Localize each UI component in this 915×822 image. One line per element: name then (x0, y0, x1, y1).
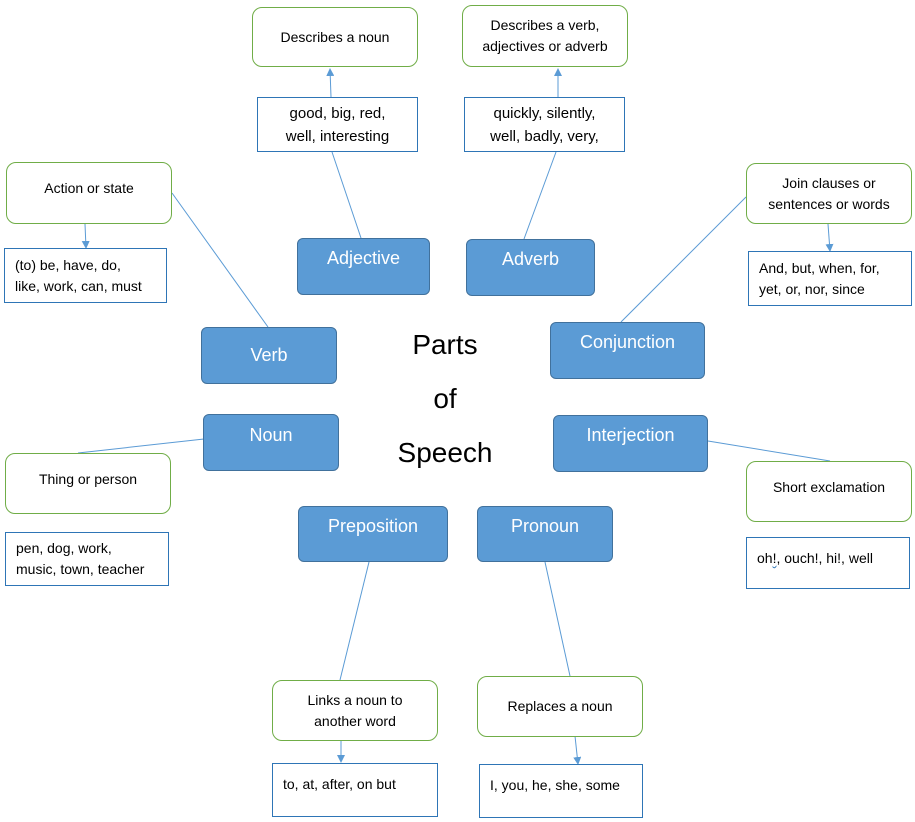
pronoun-link (544, 561, 571, 677)
adjective-definition-text: Describes a noun (280, 28, 390, 45)
adverb-definition: Describes a verb, adjectives or adverb (462, 5, 628, 67)
noun-label: Noun (249, 425, 293, 445)
pronoun-arrow (573, 735, 582, 765)
interjection-node: Interjection (553, 415, 708, 472)
verb-link (171, 192, 269, 328)
preposition-link (339, 561, 370, 681)
interjection-link (707, 440, 831, 462)
center-title-line3: Speech (397, 437, 493, 468)
conjunction-examples-line2: yet, or, nor, since (759, 280, 865, 297)
adverb-label: Adverb (501, 249, 560, 269)
preposition-label: Preposition (327, 516, 419, 536)
preposition-definition: Links a noun to another word (272, 680, 438, 741)
noun-examples-line1: pen, dog, work, (16, 540, 112, 556)
adjective-examples-line2: well, interesting (285, 127, 390, 145)
conjunction-examples: And, but, when, for, yet, or, nor, since (748, 251, 912, 306)
verb-definition-text: Action or state (44, 180, 134, 196)
noun-definition-text: Thing or person (38, 471, 138, 487)
conjunction-node: Conjunction (550, 322, 705, 379)
pronoun-definition-text: Replaces a noun (507, 698, 613, 714)
pronoun-examples-text: I, you, he, she, some (490, 777, 620, 793)
interjection-definition-text: Short exclamation (772, 479, 886, 495)
adjective-examples-line1: good, big, red, (289, 104, 386, 122)
interjection-examples-part2: ! (772, 550, 777, 566)
conjunction-arrow (825, 223, 834, 252)
pronoun-examples: I, you, he, she, some (479, 764, 643, 818)
verb-node: Verb (201, 327, 337, 384)
pronoun-label: Pronoun (510, 516, 580, 536)
center-title-line2: of (433, 383, 457, 414)
noun-link (77, 438, 205, 454)
noun-examples: pen, dog, work, music, town, teacher (5, 532, 169, 586)
adjective-arrow (326, 68, 335, 98)
pronoun-node: Pronoun (477, 506, 613, 562)
preposition-definition-line1: Links a noun to (307, 691, 403, 708)
interjection-examples: oh!, ouch!, hi!, well (746, 537, 910, 589)
verb-examples-line2: like, work, can, must (15, 277, 142, 294)
adjective-examples: good, big, red, well, interesting (257, 97, 418, 152)
adverb-definition-line2: adjectives or adverb (482, 38, 608, 54)
conjunction-definition: Join clauses or sentences or words (746, 163, 912, 224)
noun-examples-line2: music, town, teacher (16, 561, 145, 577)
adjective-label: Adjective (326, 248, 401, 268)
conjunction-definition-line2: sentences or words (768, 195, 890, 212)
interjection-examples-text: oh!, ouch!, hi!, well (757, 548, 873, 569)
interjection-examples-part3: , ouch!, hi!, well (776, 550, 873, 566)
verb-arrow (81, 223, 90, 249)
verb-examples-line1: (to) be, have, do, (15, 256, 121, 273)
pronoun-definition: Replaces a noun (477, 676, 643, 737)
noun-node: Noun (203, 414, 339, 471)
preposition-examples-text: to, at, after, on but (283, 776, 396, 792)
adverb-link (523, 151, 557, 240)
preposition-node: Preposition (298, 506, 448, 562)
conjunction-examples-line1: And, but, when, for, (759, 259, 880, 276)
conjunction-link (620, 196, 747, 323)
adverb-examples-line1: quickly, silently, (493, 104, 596, 122)
adjective-definition: Describes a noun (252, 7, 418, 67)
preposition-definition-line2: another word (314, 712, 396, 729)
verb-definition: Action or state (6, 162, 172, 224)
interjection-examples-part1: oh (757, 550, 773, 566)
preposition-examples: to, at, after, on but (272, 763, 438, 817)
conjunction-label: Conjunction (579, 332, 676, 352)
conjunction-definition-line1: Join clauses or (782, 174, 876, 191)
center-title: Parts of Speech (380, 318, 510, 480)
center-title-line1: Parts (412, 329, 478, 360)
adverb-node: Adverb (466, 239, 595, 296)
adjective-link (331, 151, 362, 239)
adverb-examples: quickly, silently, well, badly, very, (464, 97, 625, 152)
adverb-definition-line1: Describes a verb, (490, 17, 600, 33)
verb-examples: (to) be, have, do, like, work, can, must (4, 248, 167, 303)
adjective-node: Adjective (297, 238, 430, 295)
interjection-definition: Short exclamation (746, 461, 912, 522)
interjection-label: Interjection (586, 425, 675, 445)
adverb-examples-line2: well, badly, very, (490, 127, 599, 145)
verb-label: Verb (250, 345, 288, 365)
noun-definition: Thing or person (5, 453, 171, 514)
